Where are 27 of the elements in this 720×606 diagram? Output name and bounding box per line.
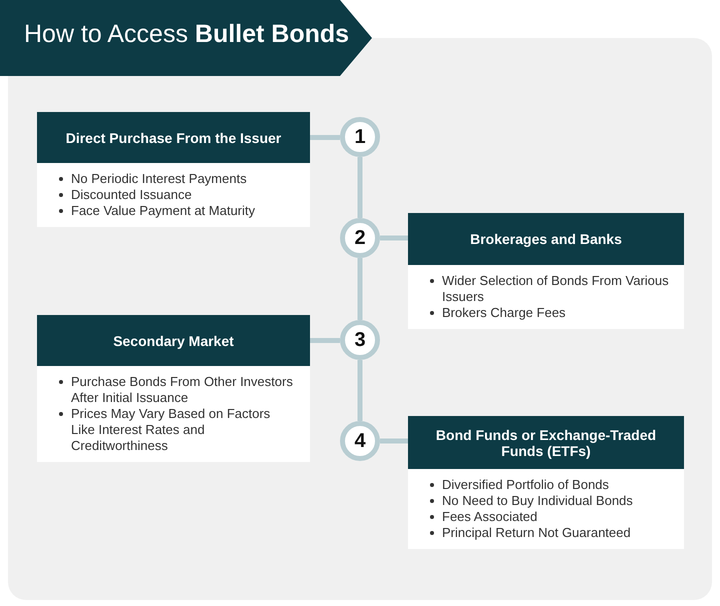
card-header: Secondary Market: [37, 315, 310, 366]
info-card: [37, 112, 310, 227]
info-card: [37, 315, 310, 462]
bullet-item: Wider Selection of Bonds From Various Issuers: [442, 273, 670, 305]
connector-line: [380, 438, 408, 444]
connector-line: [358, 157, 362, 218]
bullet-item: Discounted Issuance: [71, 187, 193, 203]
card-header: Direct Purchase From the Issuer: [37, 112, 310, 163]
bullet-item: Prices May Vary Based on Factors Like Interest Rates and Creditworthiness: [71, 406, 272, 454]
bullet-item: Brokers Charge Fees: [442, 305, 567, 321]
title: How to Access Bullet Bonds: [24, 20, 350, 49]
connector-line: [380, 236, 408, 240]
connector-line: [310, 338, 340, 343]
bullet-item: No Periodic Interest Payments: [71, 171, 248, 187]
bullet-item: Face Value Payment at Maturity: [71, 203, 256, 219]
bullet-item: Purchase Bonds From Other Investors After Initial Issuance: [71, 374, 294, 406]
bullet-item: No Need to Buy Individual Bonds: [442, 493, 634, 509]
info-card: [408, 416, 684, 549]
bullet-item: Fees Associated: [442, 509, 538, 525]
connector-line: [358, 360, 362, 421]
card-header: Brokerages and Banks: [408, 213, 684, 265]
bullet-item: Principal Return Not Guaranteed: [442, 525, 632, 541]
bullet-item: Diversified Portfolio of Bonds: [442, 477, 610, 493]
info-card: [408, 213, 684, 329]
card-header: Bond Funds or Exchange-Traded Funds (ETFs): [408, 416, 684, 469]
connector-line: [310, 135, 340, 140]
connector-line: [358, 258, 362, 320]
